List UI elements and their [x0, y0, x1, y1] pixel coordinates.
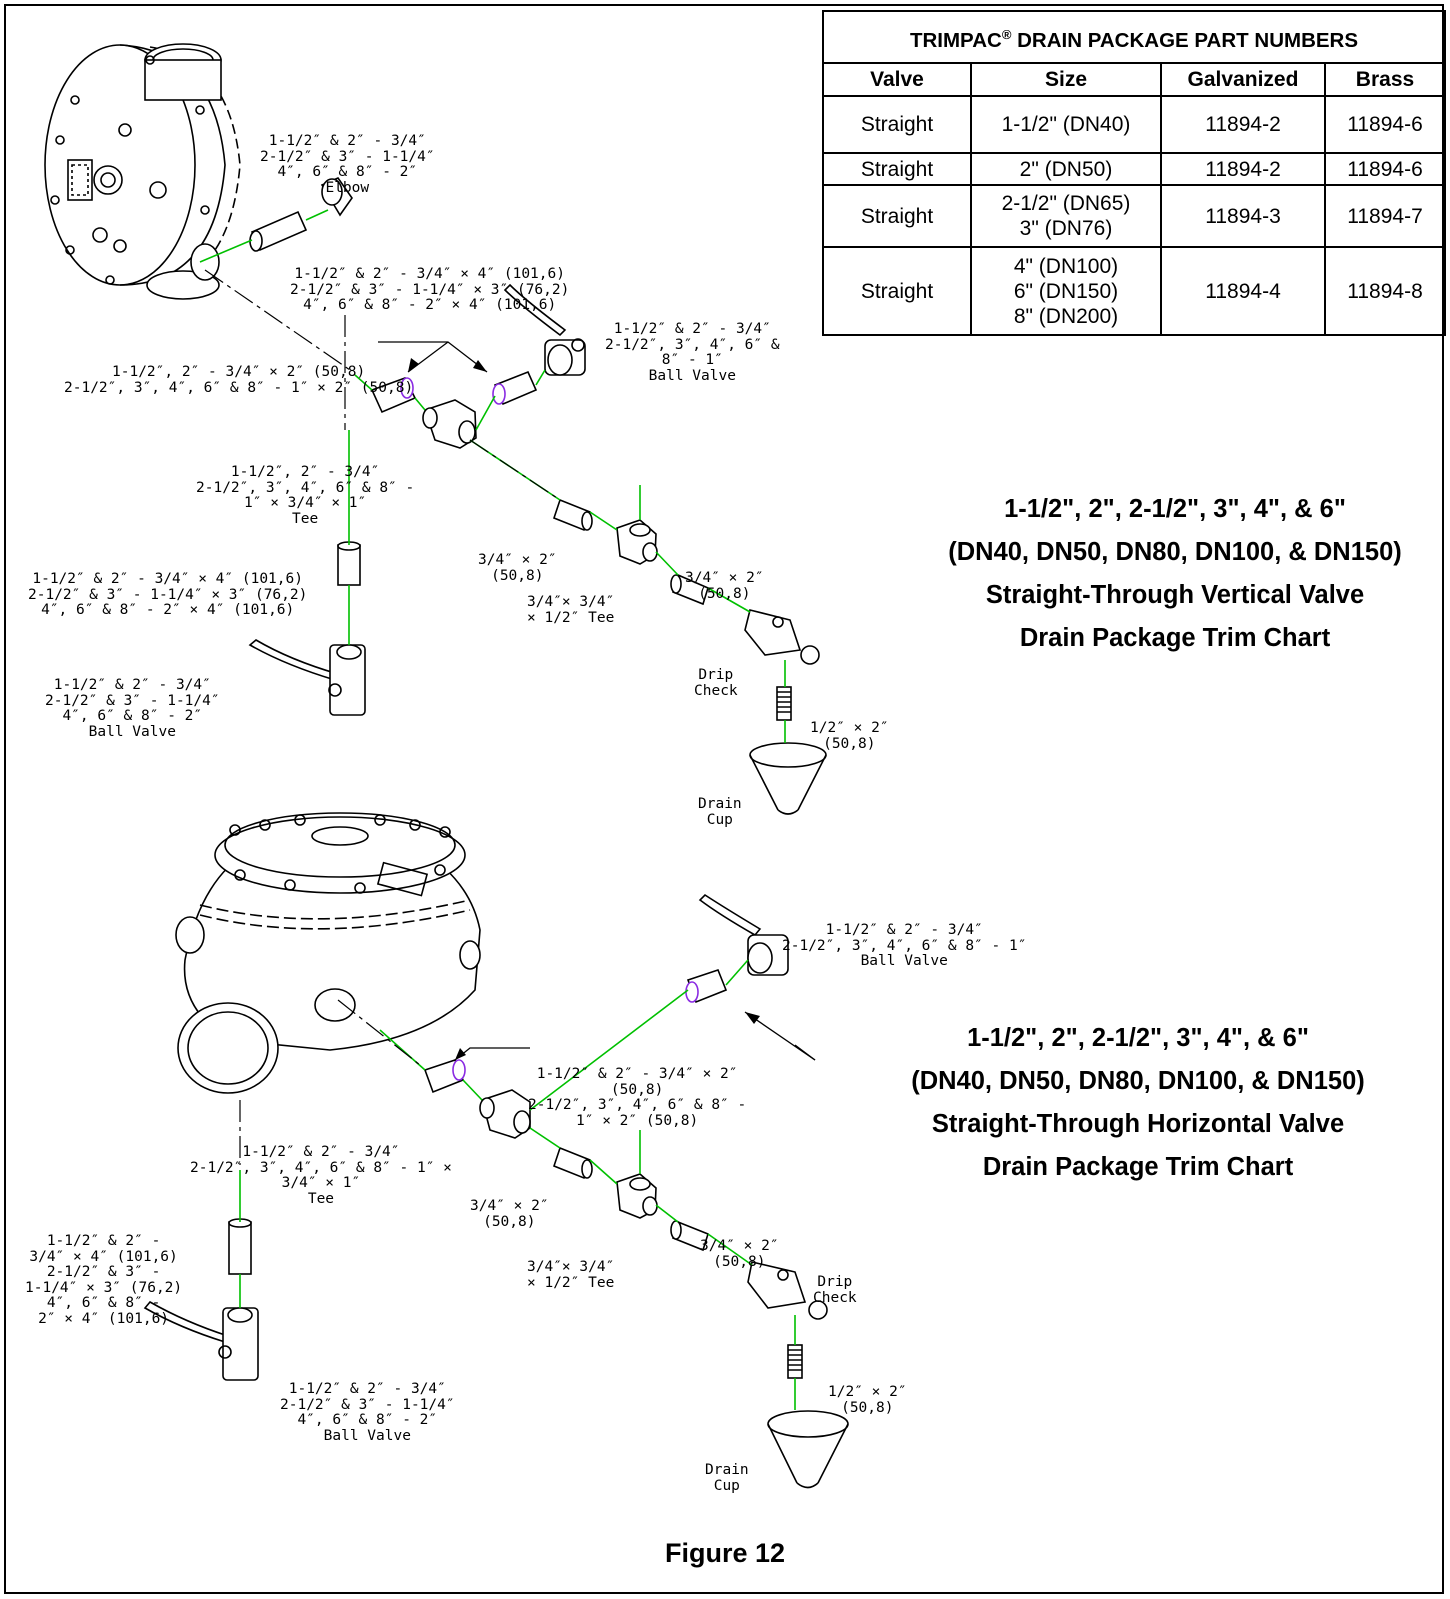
callout-ball-valve-right: 1-1/2″ & 2″ - 3/4″2-1/2″, 3″, 4″, 6″ &8″…: [605, 321, 780, 384]
callout-bottom-nipple-34-right: 3/4″ × 2″(50,8): [700, 1238, 779, 1270]
bottom-drain-cup: [767, 1410, 849, 1489]
callout-nipple-34-left: 3/4″ × 2″(50,8): [478, 552, 557, 584]
top-elbow: [320, 177, 353, 217]
bottom-nipple-34-right: [670, 1220, 709, 1252]
top-nipple-12: [776, 686, 792, 721]
bottom-nipple-12: [787, 1344, 803, 1379]
top-drip-check: [744, 609, 820, 665]
top-small-tee: [616, 519, 658, 565]
cell-brass: 11894-6: [1324, 152, 1446, 186]
bottom-small-tee: [616, 1173, 658, 1219]
cell-valve: Straight: [822, 184, 972, 248]
callout-nipple-12: 1/2″ × 2″(50,8): [810, 720, 889, 752]
cell-valve: Straight: [822, 246, 972, 336]
top-elbow-nipple: [249, 210, 308, 252]
vertical-valve-body: [44, 43, 241, 300]
cell-brass: 11894-8: [1324, 246, 1446, 336]
callout-bottom-ball-valve-left: 1-1/2″ & 2″ - 3/4″2-1/2″ & 3″ - 1-1/4″4″…: [280, 1381, 455, 1444]
cell-galvanized: 11894-2: [1160, 152, 1326, 186]
cell-size: 1-1/2" (DN40): [970, 95, 1162, 154]
callout-bottom-nipples-2in: 1-1/2″ & 2″ - 3/4″ × 2″(50,8)2-1/2″, 3″,…: [528, 1066, 747, 1129]
bottom-ball-valve-left: [143, 1300, 259, 1381]
bottom-nipple-left: [423, 1059, 466, 1094]
callout-elbow: 1-1/2″ & 2″ - 3/4″2-1/2″ & 3″ - 1-1/4″4″…: [260, 133, 435, 196]
top-nipple-34-right: [670, 573, 709, 606]
header-galvanized: Galvanized: [1160, 62, 1326, 97]
top-ball-valve-right: [503, 283, 586, 376]
top-nipple-right: [492, 370, 538, 406]
table-row: Straight 1-1/2" (DN40) 11894-2 11894-6: [822, 95, 1446, 154]
cell-size: 4" (DN100)6" (DN150)8" (DN200): [970, 246, 1162, 336]
vertical-trim-chart-title: 1-1/2", 2", 2-1/2", 3", 4", & 6"(DN40, D…: [948, 495, 1402, 652]
table-row: Straight 4" (DN100)6" (DN150)8" (DN200) …: [822, 246, 1446, 336]
cell-brass: 11894-6: [1324, 95, 1446, 154]
header-valve: Valve: [822, 62, 972, 97]
part-numbers-table: TRIMPAC® DRAIN PACKAGE PART NUMBERS Valv…: [822, 10, 1446, 336]
cell-valve: Straight: [822, 95, 972, 154]
horizontal-valve-body: [175, 812, 481, 1094]
arrow-heads: [408, 358, 760, 1060]
header-brass: Brass: [1324, 62, 1446, 97]
callout-tee: 1-1/2″, 2″ - 3/4″2-1/2″, 3″, 4″, 6″ & 8″…: [196, 464, 415, 527]
horizontal-trim-chart-title: 1-1/2", 2", 2-1/2", 3", 4", & 6"(DN40, D…: [911, 1024, 1365, 1181]
callout-bottom-nipple-12: 1/2″ × 2″(50,8): [828, 1384, 907, 1416]
cell-galvanized: 11894-2: [1160, 95, 1326, 154]
figure-frame: [4, 4, 1444, 1594]
bottom-ball-valve-right: [698, 893, 789, 976]
callout-nipple-vertical: 1-1/2″ & 2″ - 3/4″ × 4″ (101,6)2-1/2″ & …: [28, 571, 308, 618]
table-row: Straight 2-1/2" (DN65)3" (DN76) 11894-3 …: [822, 184, 1446, 248]
callout-bottom-nipple-vertical: 1-1/2″ & 2″ -3/4″ × 4″ (101,6)2-1/2″ & 3…: [25, 1233, 183, 1327]
callout-elbow-nipple: 1-1/2″ & 2″ - 3/4″ × 4″ (101,6)2-1/2″ & …: [290, 266, 570, 313]
callout-ball-valve-left: 1-1/2″ & 2″ - 3/4″2-1/2″ & 3″ - 1-1/4″4″…: [45, 677, 220, 740]
center-lines: [204, 269, 561, 1165]
bottom-nipple-right: [685, 969, 728, 1004]
header-size: Size: [970, 62, 1162, 97]
callout-nipples-2in: 1-1/2″, 2″ - 3/4″ × 2″ (50,8)2-1/2″, 3″,…: [64, 364, 414, 396]
callout-bottom-tee: 1-1/2″ & 2″ - 3/4″2-1/2″, 3″, 4″, 6″ & 8…: [190, 1144, 452, 1207]
cell-size: 2-1/2" (DN65)3" (DN76): [970, 184, 1162, 248]
callout-bottom-ball-valve-right: 1-1/2″ & 2″ - 3/4″2-1/2″, 3″, 4″, 6″ & 8…: [782, 922, 1027, 969]
bottom-nipple-34-left: [553, 1146, 593, 1180]
top-nipple-34-left: [553, 498, 593, 532]
bottom-nipple-vertical: [228, 1218, 252, 1275]
cell-valve: Straight: [822, 152, 972, 186]
top-ball-valve-left: [248, 639, 366, 716]
callout-nipple-34-right: 3/4″ × 2″(50,8): [685, 570, 764, 602]
bottom-drip-check: [747, 1261, 828, 1320]
cell-galvanized: 11894-4: [1160, 246, 1326, 336]
top-nipple-vertical: [337, 541, 361, 586]
callout-bottom-small-tee: 3/4″× 3/4″× 1/2″ Tee: [527, 1259, 615, 1291]
cell-galvanized: 11894-3: [1160, 184, 1326, 248]
callout-bottom-nipple-34-left: 3/4″ × 2″(50,8): [470, 1198, 549, 1230]
cell-size: 2" (DN50): [970, 152, 1162, 186]
callout-small-tee: 3/4″× 3/4″× 1/2″ Tee: [527, 594, 615, 626]
table-title: TRIMPAC® DRAIN PACKAGE PART NUMBERS: [822, 10, 1446, 64]
top-tee: [422, 399, 477, 449]
top-drain-cup: [749, 742, 827, 815]
figure-caption: Figure 12: [664, 1538, 786, 1568]
table-row: Straight 2" (DN50) 11894-2 11894-6: [822, 152, 1446, 186]
bottom-tee: [479, 1089, 531, 1139]
cell-brass: 11894-7: [1324, 184, 1446, 248]
top-nipple-left: [370, 377, 417, 414]
